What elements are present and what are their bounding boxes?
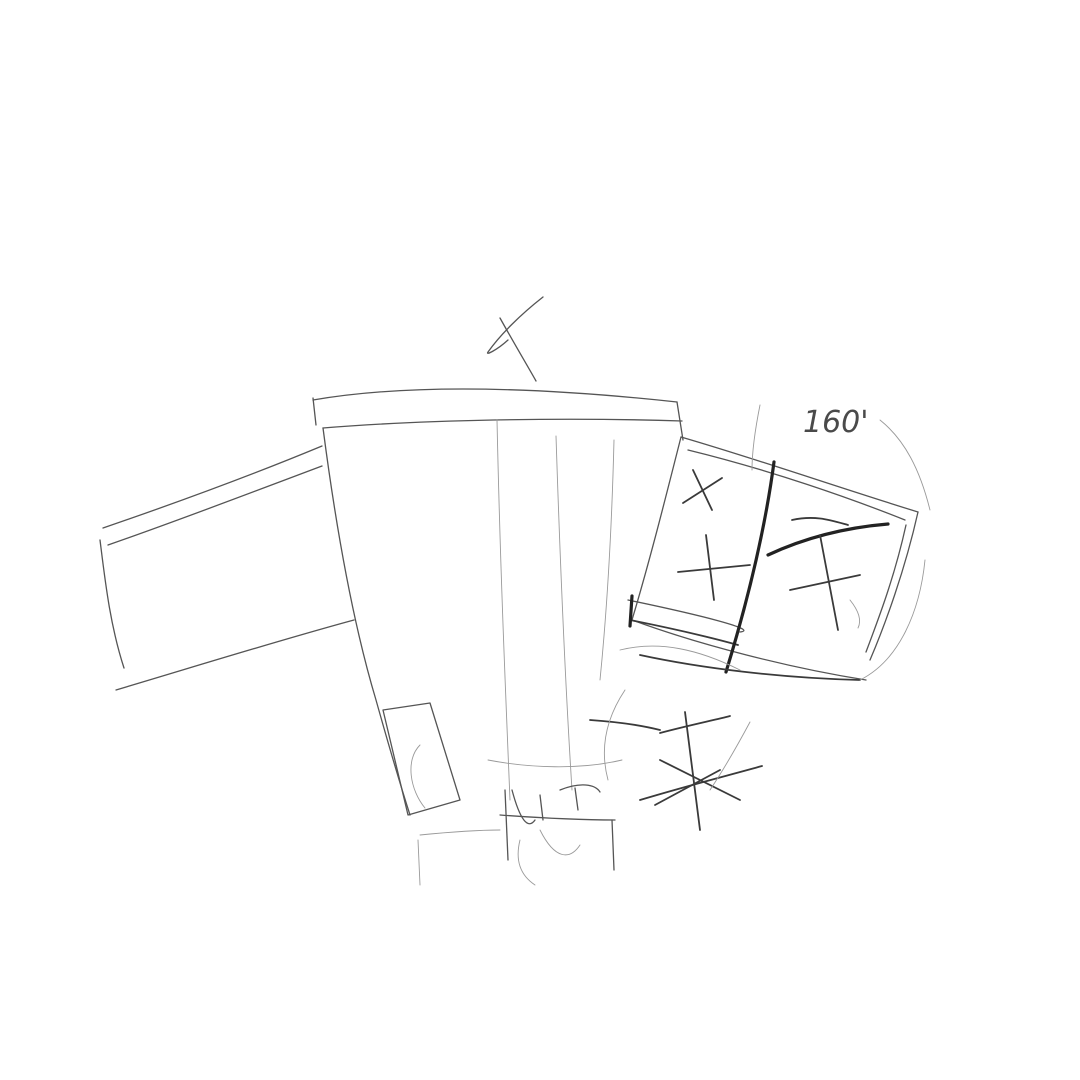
lower-marks [589, 689, 763, 831]
central-block [312, 388, 684, 816]
entry-box [382, 702, 461, 816]
dimension-annotation: 160' [803, 405, 869, 440]
left-wing [99, 445, 355, 691]
right-block [619, 404, 931, 681]
compass-mark [486, 296, 544, 382]
bottom-scribbles [417, 784, 616, 886]
